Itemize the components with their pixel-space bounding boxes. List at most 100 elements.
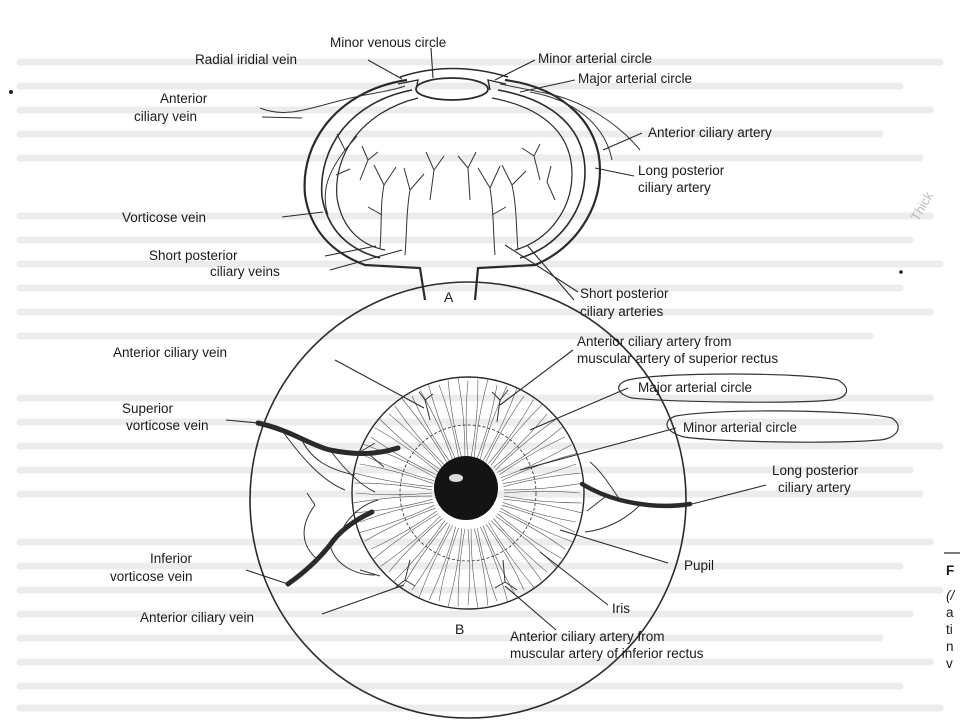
long-posterior-vessel-b <box>579 481 693 509</box>
diagram-b-leaders <box>225 349 767 631</box>
iris-striation <box>374 427 439 473</box>
iris-striation <box>490 403 543 466</box>
panel-label-b: B <box>455 621 464 637</box>
iris-striation <box>493 518 548 573</box>
iris-striation <box>499 436 566 476</box>
iris-striation <box>352 495 433 504</box>
iris-striation <box>457 377 466 458</box>
iris-striation <box>360 453 435 481</box>
label-vorticose-vein: Vorticose vein <box>122 210 206 225</box>
iris-striation <box>467 528 471 606</box>
label-minor-venous-circle: Minor venous circle <box>330 35 446 50</box>
iris-striation <box>457 528 466 607</box>
panel-label-a: A <box>444 289 454 305</box>
label-superior-vorticose-l2: vorticose vein <box>126 418 209 433</box>
iris-striation <box>447 528 462 608</box>
iris-striation <box>495 419 556 471</box>
iris-striation <box>477 527 498 602</box>
caption-fragment-2: a <box>946 605 954 620</box>
speck <box>899 270 903 274</box>
iris-striation <box>394 405 446 466</box>
label-short-posterior-veins-l1: Short posterior <box>149 248 238 263</box>
label-short-posterior-arteries-l1: Short posterior <box>580 286 669 301</box>
label-major-arterial-circle-b: Major arterial circle <box>638 380 752 395</box>
inferior-vorticose-branches <box>303 492 381 577</box>
iris-striation <box>355 492 433 496</box>
label-iris: Iris <box>612 601 630 616</box>
iris-striation <box>370 510 437 550</box>
hand-drawn-circle-minor <box>666 410 899 443</box>
iris-left <box>397 79 419 91</box>
iris-striation <box>482 387 518 461</box>
caption-fragment-1: (/ <box>946 588 955 603</box>
iris-striation <box>362 443 436 479</box>
posterior-vessels <box>367 164 527 256</box>
label-aca-inferior-l1: Anterior ciliary artery from <box>510 629 665 644</box>
iris-striation <box>503 499 583 514</box>
iris-striation <box>358 505 435 533</box>
pupil <box>434 456 498 520</box>
iris-right <box>487 79 507 91</box>
caption-fragment-5: v <box>946 656 953 671</box>
iris-striation <box>355 499 433 514</box>
iris-striation <box>418 525 454 599</box>
caption-fragment-4: n <box>946 639 954 654</box>
iris-striation <box>419 389 454 461</box>
vorticose-vessel <box>324 133 358 216</box>
iris-striation <box>503 490 581 494</box>
iris-striation <box>438 527 459 602</box>
choroid-outline <box>320 89 586 259</box>
iris-striation <box>447 380 462 458</box>
retina-outline <box>336 97 573 251</box>
choroidal-branches <box>359 143 556 201</box>
iris-striation <box>495 515 558 568</box>
label-anterior-ciliary-vein-top: Anterior ciliary vein <box>113 345 227 360</box>
label-aca-superior-l2: muscular artery of superior rectus <box>577 351 778 366</box>
label-long-posterior-b-l2: ciliary artery <box>778 480 851 495</box>
iris-striation <box>503 472 581 487</box>
iris-striation <box>503 495 582 504</box>
iris-striation <box>502 502 577 523</box>
iris-striation <box>474 528 489 606</box>
anterior-vessel-left <box>259 85 406 113</box>
iris-striation <box>485 524 525 591</box>
label-radial-iridial-vein: Radial iridial vein <box>195 52 297 67</box>
label-anterior-ciliary-vein-l1: Anterior <box>160 91 208 106</box>
iris-striation <box>485 395 525 462</box>
iris-striation <box>378 418 441 471</box>
label-minor-arterial-circle-b: Minor arterial circle <box>683 420 797 435</box>
iris-striation <box>353 472 433 487</box>
iris-striation <box>488 522 535 589</box>
iris-striation <box>488 399 534 464</box>
iris-striation <box>500 507 574 543</box>
iris-striation <box>470 528 479 609</box>
iris-striation <box>493 413 548 468</box>
iris-striation <box>474 378 489 458</box>
label-inferior-vorticose-l2: vorticose vein <box>110 569 193 584</box>
sclera-outline <box>303 78 602 301</box>
speck <box>9 90 13 94</box>
superior-vorticose-branches <box>279 427 385 493</box>
iris-striation <box>372 513 439 560</box>
long-posterior-branches-b <box>584 461 641 533</box>
caption-fragment-3: ti <box>946 622 953 637</box>
label-long-posterior-b-l1: Long posterior <box>772 463 859 478</box>
iris-striation <box>364 507 436 542</box>
iris-striation <box>411 395 451 462</box>
anterior-vessel-right <box>499 83 641 151</box>
iris-striation <box>465 380 469 458</box>
iris-striation <box>501 505 576 533</box>
label-pupil: Pupil <box>684 558 714 573</box>
label-inferior-vorticose-l1: Inferior <box>150 551 193 566</box>
iris-striation <box>428 383 456 460</box>
label-short-posterior-veins-l2: ciliary veins <box>210 264 280 279</box>
iris-striation <box>359 463 434 484</box>
iris-striation <box>428 526 456 601</box>
label-anterior-ciliary-vein-l2: ciliary vein <box>134 109 197 124</box>
diagram-b: Anterior ciliary vein Anterior ciliary a… <box>110 281 899 719</box>
iris-striation <box>370 436 437 476</box>
anterior-ciliary-vessels-bottom <box>394 559 518 591</box>
iris-striation <box>490 520 542 581</box>
globe-outline <box>249 281 687 719</box>
pupil-highlight <box>449 474 463 482</box>
